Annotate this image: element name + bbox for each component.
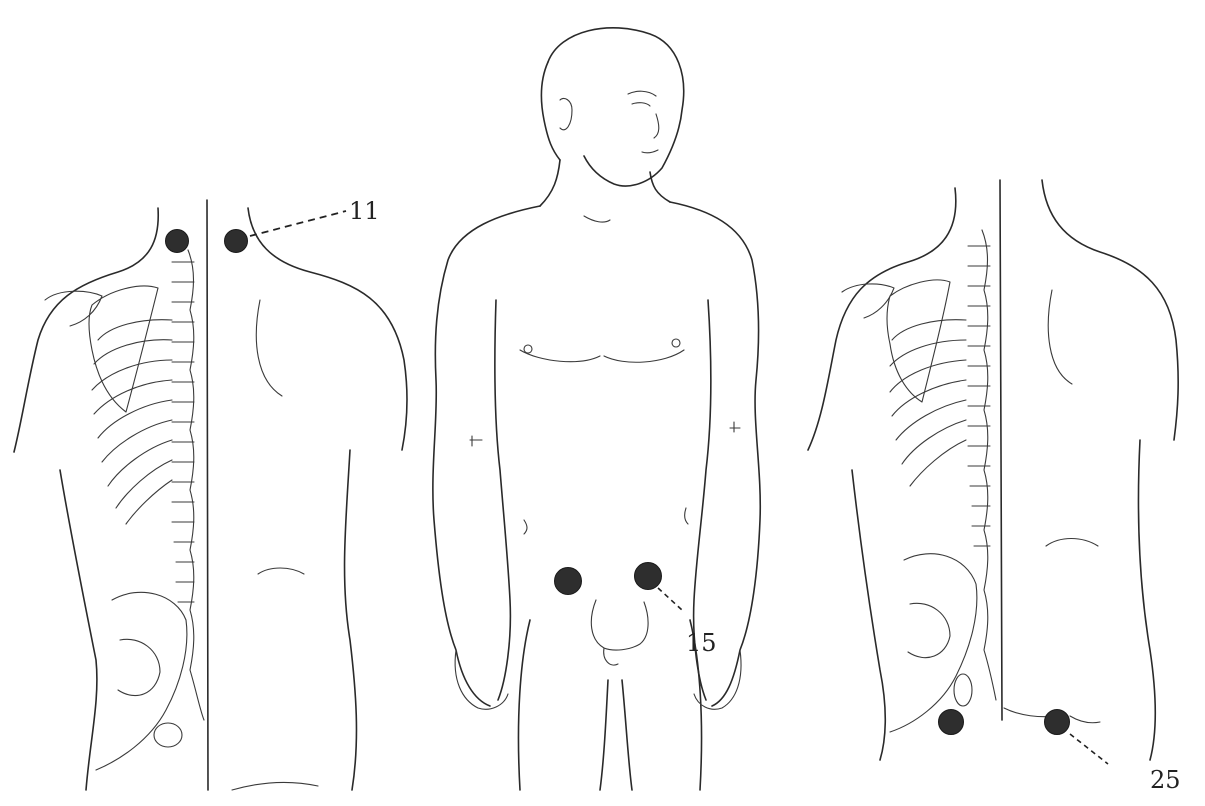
spine	[172, 250, 204, 720]
marker-groin-right	[635, 563, 662, 590]
ribcage	[92, 320, 172, 524]
leader-11	[250, 211, 346, 236]
marker-shoulder-right	[225, 230, 248, 253]
leader-15	[658, 588, 682, 610]
marker-buttock-right	[1045, 710, 1070, 735]
ribcage-lower	[890, 320, 966, 486]
label-point-25: 25	[1150, 766, 1181, 794]
point-markers	[166, 230, 1070, 735]
marker-shoulder-left	[166, 230, 189, 253]
spine-lower	[968, 230, 996, 700]
label-point-11: 11	[349, 197, 380, 225]
marker-buttock-left	[939, 710, 964, 735]
marker-groin-left	[555, 568, 582, 595]
leader-25	[1070, 734, 1108, 764]
center-front-figure	[433, 28, 760, 790]
right-back-figure	[808, 180, 1178, 760]
left-back-figure	[14, 200, 407, 790]
leader-lines	[250, 211, 1108, 764]
label-point-15: 15	[686, 629, 717, 657]
